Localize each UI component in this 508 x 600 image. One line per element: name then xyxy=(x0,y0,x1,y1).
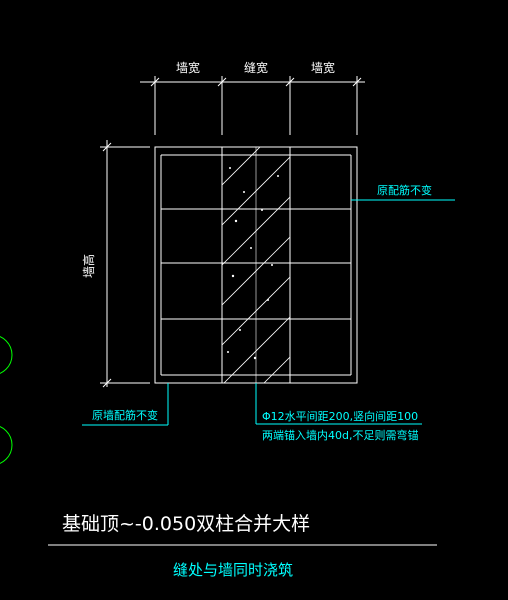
left-callout-leader xyxy=(82,383,169,426)
left-rebar-note: 原墙配筋不变 xyxy=(92,408,158,422)
dim-wall-height: 墙高 xyxy=(81,254,96,278)
joint-lines xyxy=(221,147,291,383)
dim-wall-width-left: 墙宽 xyxy=(176,60,200,75)
top-dimension xyxy=(140,76,365,135)
right-rebar-note: 原配筋不变 xyxy=(377,183,432,197)
side-marks xyxy=(0,336,13,464)
dim-gap-width: 缝宽 xyxy=(244,60,268,75)
rebar-spec-line2: 两端锚入墙内40d,不足则需弯锚 xyxy=(262,428,418,442)
side-dimension xyxy=(100,140,150,388)
detail-subtitle: 缝处与墙同时浇筑 xyxy=(173,561,293,579)
aggregate-dots xyxy=(227,167,279,360)
horizontal-rebars xyxy=(161,154,351,376)
dim-wall-width-right: 墙宽 xyxy=(311,60,335,75)
vertical-rebars xyxy=(160,155,352,375)
middle-callout-leader xyxy=(255,383,422,425)
rebar-spec-line1: Φ12水平间距200,竖向间距100 xyxy=(262,409,418,423)
detail-title: 基础顶~-0.050双柱合并大样 xyxy=(62,513,310,535)
